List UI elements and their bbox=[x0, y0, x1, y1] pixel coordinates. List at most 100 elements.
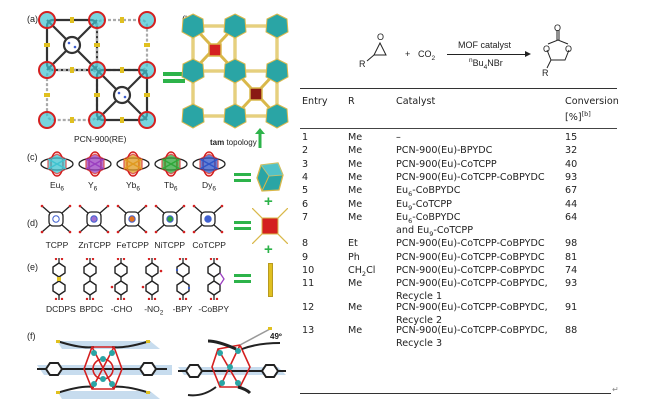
panel-label-a: (a) bbox=[27, 14, 38, 24]
porphyrin-label: CoTCPP bbox=[192, 240, 226, 250]
cluster-label-base: Yb bbox=[126, 180, 137, 190]
unit-note: [b] bbox=[581, 110, 591, 118]
cluster-label-sub: 6 bbox=[136, 185, 141, 193]
cluster-label-sub: 6 bbox=[173, 185, 178, 193]
catalyst-cell: Eu6-CoBPYDC bbox=[396, 211, 461, 225]
co2-text: CO bbox=[418, 49, 432, 59]
linker-label: -CHO bbox=[111, 304, 133, 314]
catalyst-cell-line2: Recycle 2 bbox=[396, 314, 443, 326]
linker-no-graphic bbox=[141, 258, 163, 300]
figure-panel-a: (a) PCN-90 bbox=[0, 0, 156, 148]
square-linker-icon bbox=[252, 208, 288, 244]
r-cell: Me bbox=[348, 145, 363, 157]
cyclic-carbonate-structure bbox=[546, 30, 570, 69]
cluster-label: Tb6 bbox=[164, 180, 178, 193]
entry-cell: 13 bbox=[302, 325, 315, 337]
equals-sign-d bbox=[234, 221, 251, 231]
header-conversion: Conversion bbox=[565, 96, 619, 107]
conversion-cell: 67 bbox=[565, 185, 578, 197]
entry-cell: 3 bbox=[302, 158, 309, 170]
cluster-label-sub: 6 bbox=[60, 185, 65, 193]
linker-dcdps-graphic bbox=[52, 258, 66, 300]
cluster-polyhedron-icon bbox=[256, 162, 284, 192]
r-cell: Me bbox=[348, 301, 363, 313]
panel-label-c: (c) bbox=[27, 152, 38, 162]
cluster-label-base: Dy bbox=[202, 180, 213, 190]
zntcpp-graphic bbox=[78, 204, 110, 234]
entry-cell: 5 bbox=[302, 185, 309, 197]
conversion-cell: 98 bbox=[565, 238, 578, 250]
epoxide-o: O bbox=[377, 32, 385, 42]
conversion-cell: 64 bbox=[565, 211, 578, 223]
linker-label: BPDC bbox=[80, 304, 104, 314]
arrow-bottom-bu: Bu bbox=[472, 58, 484, 68]
epoxide-r: R bbox=[359, 59, 366, 69]
catalyst-cell: PCN-900(Eu)-CoTCPP bbox=[396, 158, 497, 170]
catalyst-cell-line2: Recycle 1 bbox=[396, 291, 443, 303]
linker-label: -NO2 bbox=[144, 304, 163, 317]
cluster-eu-graphic bbox=[40, 151, 74, 177]
subscript: 9 bbox=[429, 229, 434, 238]
arrow-top-label: MOF catalyst bbox=[458, 40, 512, 50]
nitcpp-graphic bbox=[154, 204, 186, 234]
entry-cell: 7 bbox=[302, 211, 309, 223]
epoxide-structure bbox=[366, 41, 387, 62]
conversion-cell: 93 bbox=[565, 278, 578, 290]
cluster-label-base: Eu bbox=[50, 180, 61, 190]
cluster-yb-graphic bbox=[116, 151, 150, 177]
porphyrin-label: ZnTCPP bbox=[78, 240, 111, 250]
linker-bpy-graphic bbox=[175, 258, 191, 300]
r-cell: Me bbox=[348, 171, 363, 183]
table-header-rule bbox=[300, 128, 617, 129]
catalyst-cell: PCN-900(Eu)-CoTCPP-CoBPYDC, bbox=[396, 278, 548, 290]
conversion-cell: 40 bbox=[565, 158, 578, 170]
cluster-dy-graphic bbox=[192, 151, 226, 177]
linker-label-base: -BPY bbox=[172, 304, 193, 314]
r-cell: Me bbox=[348, 278, 363, 290]
catalyst-cell: Eu9-CoTCPP bbox=[396, 198, 452, 212]
green-up-arrow-icon bbox=[255, 128, 265, 148]
carbonate-o-right: O bbox=[565, 44, 573, 54]
equals-sign-ab bbox=[163, 72, 185, 83]
r-cell: Me bbox=[348, 132, 363, 143]
linker-label-base: DCDPS bbox=[46, 304, 76, 314]
conversion-cell: 81 bbox=[565, 251, 578, 263]
carbonate-o-left: O bbox=[543, 44, 551, 54]
cluster-label: Y6 bbox=[88, 180, 97, 193]
catalyst-cell: PCN-900(Eu)-CoTCPP-CoBPYDC, bbox=[396, 301, 548, 313]
equals-sign-e bbox=[234, 274, 251, 284]
panel-label-f: (f) bbox=[27, 331, 36, 341]
entry-cell: 11 bbox=[302, 278, 315, 290]
r-cell: CH2Cl bbox=[348, 264, 376, 278]
cluster-label: Dy6 bbox=[202, 180, 216, 193]
entry-cell: 6 bbox=[302, 198, 309, 210]
co2: CO2 bbox=[418, 49, 435, 62]
panel-label-e: (e) bbox=[27, 262, 38, 272]
conversion-cell: 93 bbox=[565, 171, 578, 183]
cluster-label-base: Y bbox=[88, 180, 94, 190]
linker-cobpy-graphic bbox=[207, 258, 225, 300]
subscript: 6 bbox=[408, 190, 413, 199]
reaction-arrow bbox=[447, 54, 527, 55]
linker-label-base: -CoBPY bbox=[198, 304, 230, 314]
catalyst-cell: Eu6-CoBPYDC bbox=[396, 185, 461, 199]
porphyrin-label: TCPP bbox=[45, 240, 69, 250]
table-bottom-rule bbox=[300, 393, 611, 394]
equals-sign-c bbox=[234, 173, 251, 183]
cluster-label: Yb6 bbox=[126, 180, 140, 193]
r-cell: Me bbox=[348, 198, 363, 210]
entry-cell: 8 bbox=[302, 238, 309, 250]
cluster-side-view-graphic bbox=[37, 340, 172, 399]
linker-bpdc-graphic bbox=[83, 258, 97, 300]
caption-pcn900: PCN-900(RE) bbox=[74, 134, 127, 144]
header-conversion-unit: [%][b] bbox=[565, 110, 591, 123]
plus: + bbox=[405, 49, 411, 59]
catalyst-cell: PCN-900(Eu)-CoTCPP-CoBPYDC bbox=[396, 171, 545, 183]
catalyst-cell-line2: and Eu9-CoTCPP bbox=[396, 224, 473, 238]
rod-linker-icon bbox=[268, 263, 273, 297]
conversion-cell: 32 bbox=[565, 145, 578, 157]
catalyst-cell-line2: Recycle 3 bbox=[396, 338, 443, 350]
arrow-bottom-rest: NBr bbox=[487, 58, 503, 68]
catalyst-cell: PCN-900(Eu)-CoTCPP-CoBPYDC bbox=[396, 238, 545, 250]
